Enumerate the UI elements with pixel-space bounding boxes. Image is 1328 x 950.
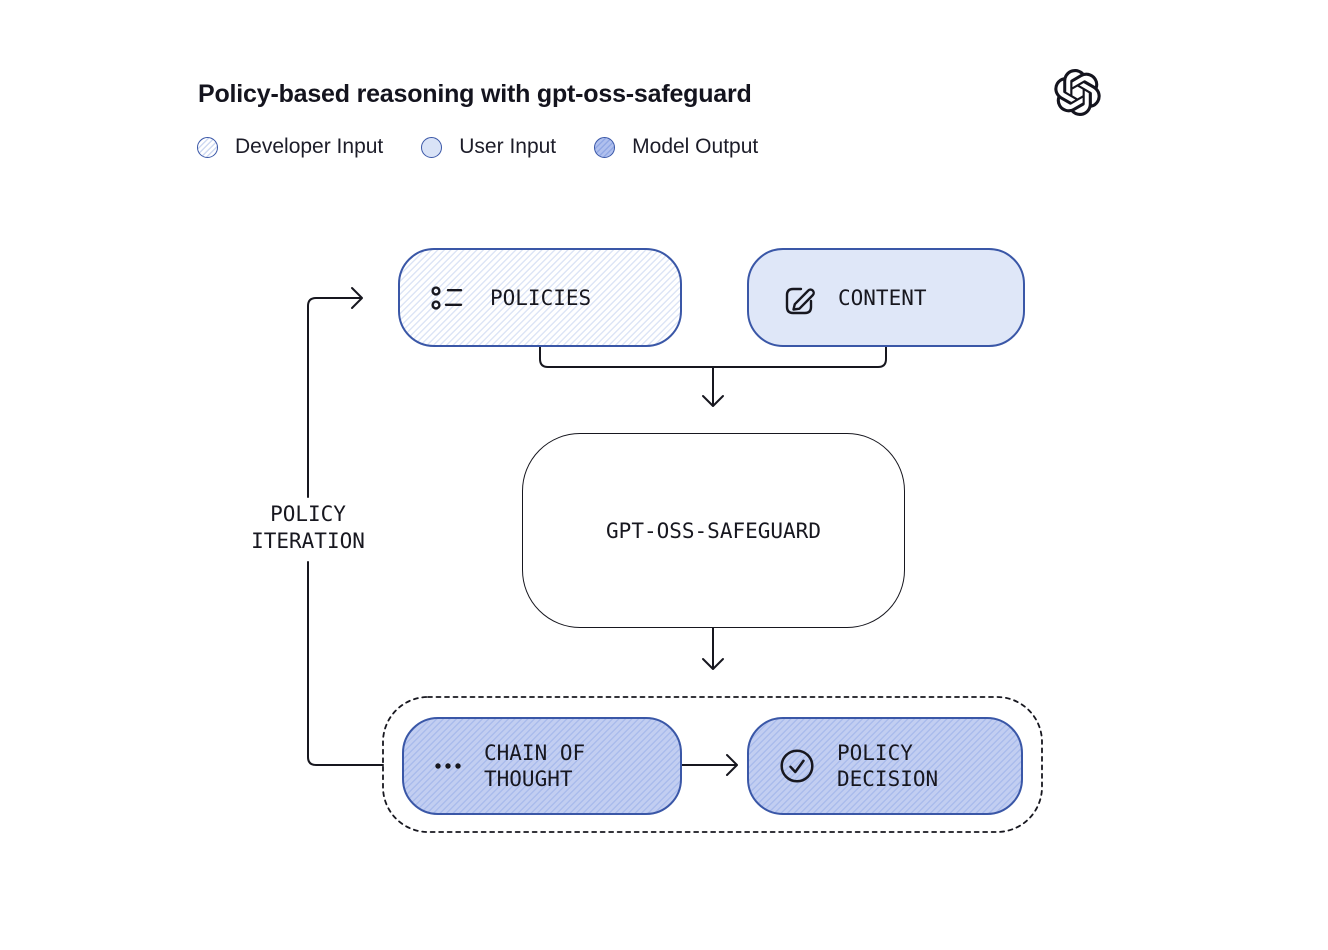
legend: Developer Input User Input Model Output: [197, 135, 758, 159]
edit-icon: [785, 287, 815, 314]
gpt-oss-safeguard-node: GPT-OSS-SAFEGUARD: [522, 433, 905, 628]
policy-iteration-label: POLICY ITERATION: [251, 502, 365, 553]
legend-label: Model Output: [632, 135, 759, 158]
page-title: Policy-based reasoning with gpt-oss-safe…: [198, 80, 752, 108]
policies-node: POLICIES: [398, 248, 682, 347]
model-output-swatch-icon: [594, 136, 616, 158]
check-circle-icon: [780, 749, 814, 783]
legend-label: User Input: [459, 135, 557, 158]
content-node: CONTENT: [747, 248, 1025, 347]
legend-item-developer-input: Developer Input: [197, 135, 383, 159]
policy-decision-label: POLICY DECISION: [837, 741, 939, 791]
policy-decision-node: POLICY DECISION: [747, 717, 1023, 815]
legend-item-model-output: Model Output: [594, 135, 758, 159]
list-icon: [431, 285, 463, 310]
legend-label: Developer Input: [235, 135, 384, 158]
chain-of-thought-node: CHAIN OF THOUGHT: [402, 717, 682, 815]
openai-logo-icon: [1054, 69, 1101, 117]
ellipsis-icon: [435, 763, 461, 769]
user-input-swatch-icon: [421, 136, 443, 158]
policies-label: POLICIES: [490, 285, 592, 310]
chain-of-thought-label: CHAIN OF THOUGHT: [484, 741, 586, 791]
legend-item-user-input: User Input: [421, 135, 556, 159]
model-label: GPT-OSS-SAFEGUARD: [606, 518, 821, 543]
developer-input-swatch-icon: [197, 136, 218, 158]
content-label: CONTENT: [838, 285, 927, 310]
